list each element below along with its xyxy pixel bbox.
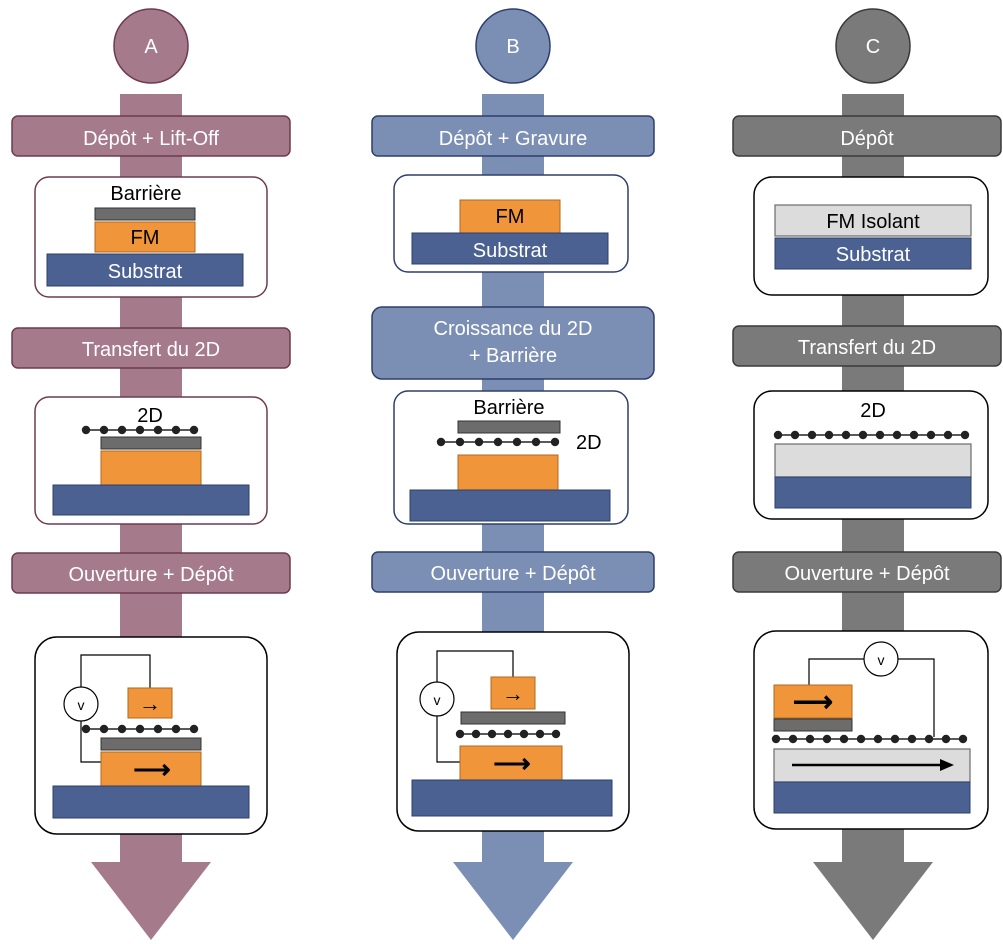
column-c-2d-layer-3 xyxy=(771,734,968,744)
column-b-fm-label: FM xyxy=(496,206,525,228)
column-a-2d-layer-3 xyxy=(81,724,199,734)
column-b-fm-layer-2 xyxy=(457,454,559,491)
column-c-insulator-layer-2 xyxy=(774,443,972,478)
column-c-substrate-layer xyxy=(774,237,972,270)
column-b-2d-label: 2D xyxy=(576,432,602,454)
column-b-barrier-label: Barrière xyxy=(473,397,544,419)
column-a-2d-layer xyxy=(81,425,199,435)
column-a-step-3 xyxy=(11,552,291,594)
column-c-voltmeter xyxy=(863,641,899,677)
column-b: B Dépôt + Gravure Croissance du 2D + Bar… xyxy=(371,8,655,940)
column-c-top-electrode xyxy=(773,684,853,719)
column-a-barrier-layer-2 xyxy=(100,436,202,450)
column-b-step-2-label-line-2: + Barrière xyxy=(469,345,557,367)
column-c-flow-arrowhead xyxy=(813,862,933,940)
column-c-voltmeter-label: v xyxy=(878,652,885,668)
column-b-fm-layer xyxy=(459,199,561,234)
column-a-badge-label: A xyxy=(144,36,158,58)
column-c-substrate-label: Substrat xyxy=(836,244,911,266)
column-c: C Dépôt Transfert du 2D Ouverture + Dépô… xyxy=(732,8,1002,940)
column-a-barrier-layer-3 xyxy=(100,737,202,751)
column-a-fm-layer-2 xyxy=(100,450,202,486)
column-c-badge xyxy=(835,8,911,84)
column-a-top-magnetization-arrow: → xyxy=(139,691,161,716)
column-a-voltmeter xyxy=(63,686,99,722)
column-b-step-2 xyxy=(371,306,655,380)
column-b-voltmeter-label: v xyxy=(434,692,441,708)
column-a-fm-layer xyxy=(94,221,196,253)
column-a: A Dépôt + Lift-Off Transfert du 2D Ouver… xyxy=(11,8,291,940)
column-b-voltmeter xyxy=(419,681,455,717)
column-b-substrate-layer xyxy=(411,232,609,265)
column-c-insulator-layer xyxy=(774,204,972,237)
column-a-bottom-electrode xyxy=(100,751,202,787)
column-c-step-1 xyxy=(732,115,1002,157)
column-b-2d-layer-3 xyxy=(455,729,561,739)
column-a-step-1 xyxy=(11,115,291,157)
column-b-step-3 xyxy=(371,551,655,593)
column-c-substrate-layer-3 xyxy=(773,781,971,814)
column-a-substrate-layer-2 xyxy=(52,484,250,516)
column-b-badge-label: B xyxy=(506,36,519,58)
column-b-circuit-wire xyxy=(436,650,514,763)
column-a-step-1-label: Dépôt + Lift-Off xyxy=(83,128,219,150)
column-b-bottom-electrode xyxy=(459,745,563,781)
column-c-2d-layer xyxy=(773,430,970,440)
column-a-voltmeter-label: v xyxy=(78,697,85,713)
column-b-substrate-layer-2 xyxy=(409,489,611,522)
column-a-step-2-label: Transfert du 2D xyxy=(82,339,220,361)
column-a-step-3-label: Ouverture + Dépôt xyxy=(68,564,234,586)
column-b-flow-arrowhead xyxy=(453,862,573,940)
column-c-badge-label: C xyxy=(866,36,880,58)
column-c-substrate-layer-2 xyxy=(774,476,972,509)
column-a-flow-arrowhead xyxy=(91,862,211,940)
column-b-substrate-layer-3 xyxy=(411,779,613,817)
column-c-barrier-layer xyxy=(773,718,853,732)
column-c-step-2 xyxy=(732,325,1002,367)
column-a-barrier-layer xyxy=(94,207,196,221)
column-c-insulator-label: FM Isolant xyxy=(826,211,920,233)
column-c-step-3-label: Ouverture + Dépôt xyxy=(784,563,950,585)
column-c-step-1-label: Dépôt xyxy=(840,128,894,150)
column-b-barrier-layer-3 xyxy=(460,711,566,725)
column-b-top-electrode xyxy=(490,676,536,710)
column-a-top-electrode xyxy=(127,687,173,719)
column-a-substrate-layer-3 xyxy=(52,785,250,819)
column-a-fm-label: FM xyxy=(131,227,160,249)
column-a-box-3 xyxy=(34,636,268,835)
column-a-circuit-wire xyxy=(80,654,151,763)
column-a-barrier-label: Barrière xyxy=(110,183,181,205)
column-a-2d-label: 2D xyxy=(137,405,163,427)
column-a-substrate-layer xyxy=(46,253,244,287)
column-a-bottom-magnetization-arrow: ⟶ xyxy=(133,754,170,784)
column-c-insulator-magnetization-arrow xyxy=(792,759,954,771)
column-b-2d-layer xyxy=(436,437,560,447)
column-c-2d-label: 2D xyxy=(860,400,886,422)
column-c-top-magnetization-arrow: ⟶ xyxy=(793,686,833,717)
column-c-circuit-wire xyxy=(808,658,935,737)
column-b-step-3-label: Ouverture + Dépôt xyxy=(430,563,596,585)
column-b-step-2-label-line-1: Croissance du 2D xyxy=(434,318,593,340)
column-b-substrate-label: Substrat xyxy=(473,240,548,262)
column-a-substrate-label: Substrat xyxy=(108,261,183,283)
column-b-step-1 xyxy=(371,115,655,157)
column-b-barrier-layer xyxy=(457,420,561,434)
column-a-badge xyxy=(113,8,189,84)
column-a-step-2 xyxy=(11,327,291,369)
column-b-step-1-label: Dépôt + Gravure xyxy=(439,128,587,150)
column-c-step-2-label: Transfert du 2D xyxy=(798,337,936,359)
column-b-badge xyxy=(475,8,551,84)
column-b-bottom-magnetization-arrow: ⟶ xyxy=(493,748,530,778)
column-b-top-magnetization-arrow: → xyxy=(502,681,524,706)
column-c-step-3 xyxy=(732,551,1002,593)
